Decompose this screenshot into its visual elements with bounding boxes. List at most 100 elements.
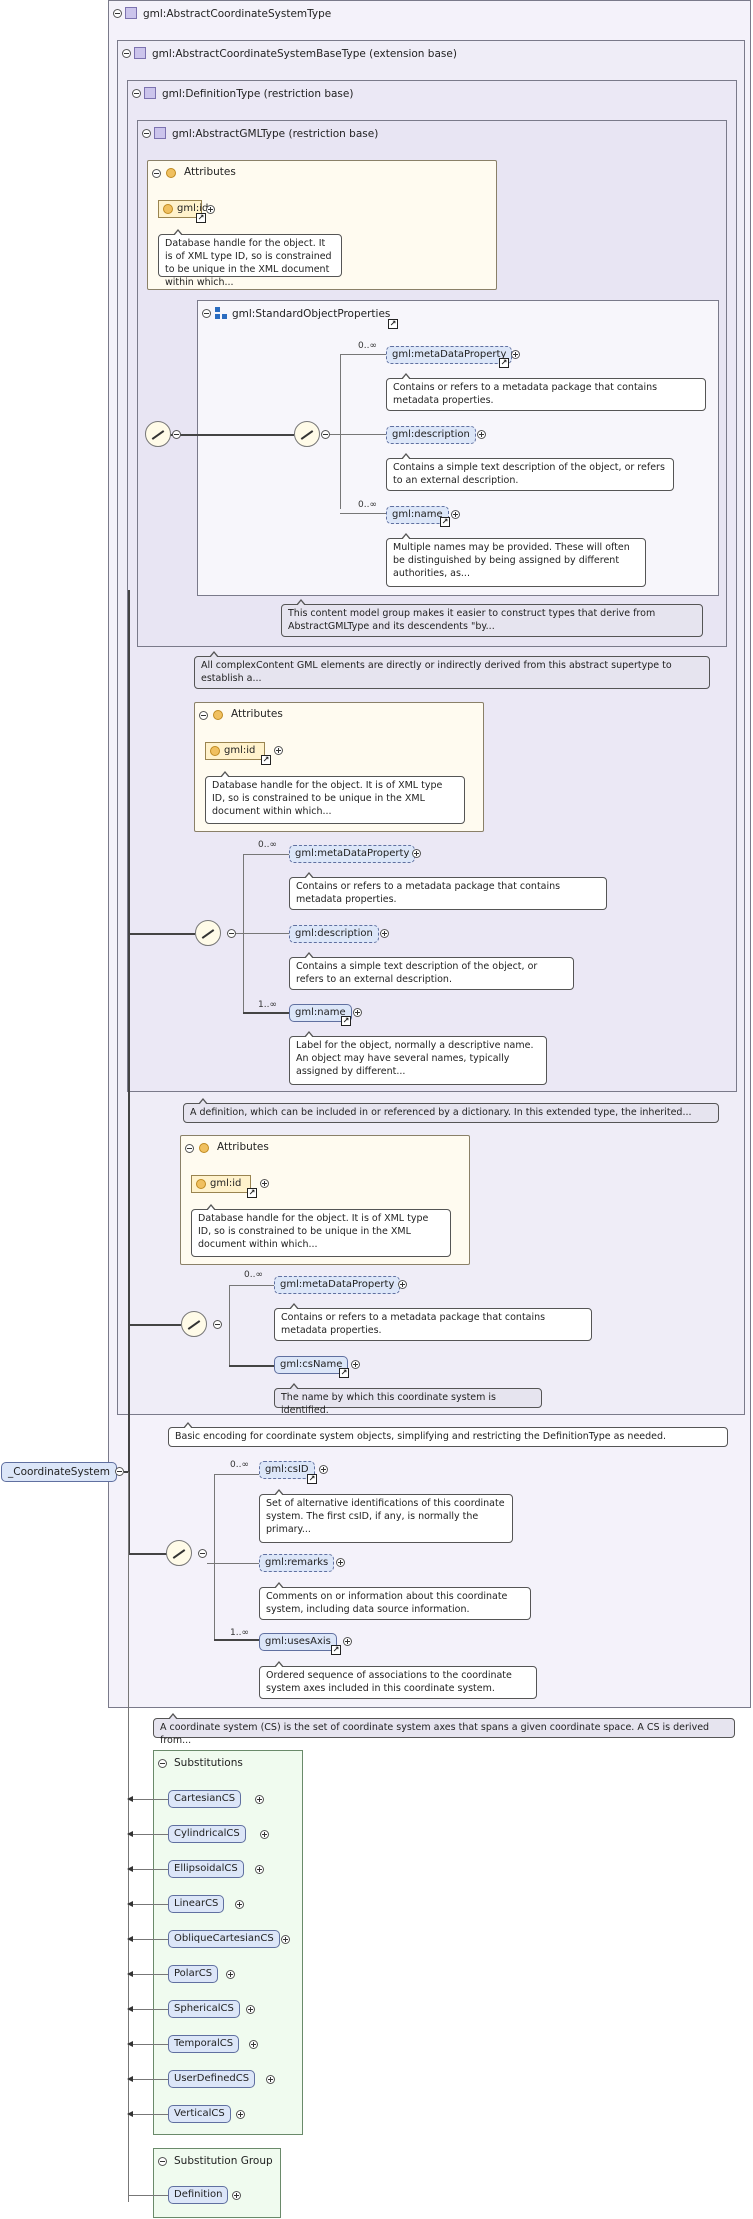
connector xyxy=(128,1553,168,1555)
collapse-icon[interactable] xyxy=(198,1549,207,1558)
expand-icon[interactable] xyxy=(412,849,421,858)
connector xyxy=(340,354,341,509)
coordinate-system-root[interactable]: _CoordinateSystem xyxy=(1,1462,117,1482)
substitution-item[interactable]: ObliqueCartesianCS xyxy=(168,1930,280,1948)
sequence-icon[interactable] xyxy=(294,421,320,447)
substitution-item[interactable]: UserDefinedCS xyxy=(168,2070,256,2088)
substitution-group-item[interactable]: Definition xyxy=(168,2186,229,2204)
metadata-property-element[interactable]: gml:metaDataProperty xyxy=(274,1276,401,1294)
expand-icon[interactable] xyxy=(281,1935,290,1944)
link-arrow-icon[interactable]: ↗ xyxy=(440,517,450,527)
collapse-icon[interactable] xyxy=(142,129,151,138)
frame-title: gml:AbstractGMLType (restriction base) xyxy=(172,128,379,140)
collapse-icon[interactable] xyxy=(213,1320,222,1329)
collapse-icon[interactable] xyxy=(202,309,211,318)
link-arrow-icon[interactable]: ↗ xyxy=(499,358,509,368)
substitution-item[interactable]: TemporalCS xyxy=(168,2035,240,2053)
attributes-icon xyxy=(166,168,176,178)
metadata-note: Contains or refers to a metadata package… xyxy=(289,872,607,910)
expand-icon[interactable] xyxy=(255,1795,264,1804)
expand-icon[interactable] xyxy=(206,205,215,214)
expand-icon[interactable] xyxy=(235,1900,244,1909)
metadata-property-element[interactable]: gml:metaDataProperty xyxy=(289,845,416,863)
csname-element[interactable]: gml:csName xyxy=(274,1356,349,1374)
frame-title: gml:StandardObjectProperties xyxy=(232,308,391,320)
sequence-icon[interactable] xyxy=(145,421,171,447)
expand-icon[interactable] xyxy=(226,1970,235,1979)
expand-icon[interactable] xyxy=(249,2040,258,2049)
substitution-group-box: Substitution Group xyxy=(153,2148,281,2218)
collapse-icon[interactable] xyxy=(227,929,236,938)
link-arrow-icon[interactable]: ↗ xyxy=(341,1016,351,1026)
csid-element[interactable]: gml:csID xyxy=(259,1461,315,1479)
link-arrow-icon[interactable]: ↗ xyxy=(331,1645,341,1655)
substitution-group-title: Substitution Group xyxy=(174,2155,273,2167)
collapse-icon[interactable] xyxy=(122,49,131,58)
name-element[interactable]: gml:name xyxy=(289,1004,352,1022)
link-arrow-icon[interactable]: ↗ xyxy=(261,755,271,765)
collapse-icon[interactable] xyxy=(115,1467,124,1476)
substitution-item[interactable]: EllipsoidalCS xyxy=(168,1860,244,1878)
collapse-icon[interactable] xyxy=(113,9,122,18)
link-arrow-icon[interactable]: ↗ xyxy=(339,1368,349,1378)
expand-icon[interactable] xyxy=(336,1558,345,1567)
expand-icon[interactable] xyxy=(266,2075,275,2084)
substitution-item[interactable]: CartesianCS xyxy=(168,1790,242,1808)
frame-title: gml:AbstractCoordinateSystemType xyxy=(143,8,332,20)
sequence-icon[interactable] xyxy=(181,1311,207,1337)
link-arrow-icon[interactable]: ↗ xyxy=(388,319,398,329)
expand-icon[interactable] xyxy=(260,1179,269,1188)
expand-icon[interactable] xyxy=(477,430,486,439)
collapse-icon[interactable] xyxy=(172,430,181,439)
collapse-icon[interactable] xyxy=(132,89,141,98)
attributes-title: Attributes xyxy=(217,1141,269,1153)
name-element[interactable]: gml:name xyxy=(386,506,449,524)
substitution-item[interactable]: VerticalCS xyxy=(168,2105,231,2123)
link-arrow-icon[interactable]: ↗ xyxy=(307,1474,317,1484)
expand-icon[interactable] xyxy=(232,2191,241,2200)
metadata-property-element[interactable]: gml:metaDataProperty xyxy=(386,346,513,364)
name-note: Label for the object, normally a descrip… xyxy=(289,1031,547,1085)
expand-icon[interactable] xyxy=(343,1637,352,1646)
expand-icon[interactable] xyxy=(380,929,389,938)
collapse-icon[interactable] xyxy=(158,2157,167,2166)
collapse-icon[interactable] xyxy=(185,1144,194,1153)
connector xyxy=(181,434,294,436)
sequence-icon[interactable] xyxy=(166,1540,192,1566)
gml-id-attribute[interactable]: gml:id xyxy=(205,742,265,760)
connector xyxy=(207,1563,259,1564)
arrow-left-icon xyxy=(127,1901,133,1907)
arrow-left-icon xyxy=(127,2041,133,2047)
expand-icon[interactable] xyxy=(511,350,520,359)
collapse-icon[interactable] xyxy=(152,169,161,178)
substitution-item[interactable]: PolarCS xyxy=(168,1965,219,1983)
expand-icon[interactable] xyxy=(319,1465,328,1474)
sequence-icon[interactable] xyxy=(195,920,221,946)
substitution-item[interactable]: CylindricalCS xyxy=(168,1825,246,1843)
expand-icon[interactable] xyxy=(274,746,283,755)
expand-icon[interactable] xyxy=(236,2110,245,2119)
remarks-element[interactable]: gml:remarks xyxy=(259,1554,335,1572)
expand-icon[interactable] xyxy=(353,1008,362,1017)
expand-icon[interactable] xyxy=(255,1865,264,1874)
gml-id-attribute[interactable]: gml:id xyxy=(158,200,208,218)
expand-icon[interactable] xyxy=(260,1830,269,1839)
substitution-item[interactable]: LinearCS xyxy=(168,1895,225,1913)
usesaxis-element[interactable]: gml:usesAxis xyxy=(259,1633,337,1651)
substitution-item[interactable]: SphericalCS xyxy=(168,2000,240,2018)
link-arrow-icon[interactable]: ↗ xyxy=(196,213,206,223)
connector xyxy=(128,590,130,1554)
collapse-icon[interactable] xyxy=(158,1759,167,1768)
description-element[interactable]: gml:description xyxy=(386,426,476,444)
link-arrow-icon[interactable]: ↗ xyxy=(247,1188,257,1198)
expand-icon[interactable] xyxy=(351,1360,360,1369)
description-element[interactable]: gml:description xyxy=(289,925,379,943)
collapse-icon[interactable] xyxy=(199,711,208,720)
attributes-title: Attributes xyxy=(184,166,236,178)
expand-icon[interactable] xyxy=(246,2005,255,2014)
gml-id-attribute[interactable]: gml:id xyxy=(191,1175,251,1193)
expand-icon[interactable] xyxy=(398,1280,407,1289)
collapse-icon[interactable] xyxy=(321,430,330,439)
expand-icon[interactable] xyxy=(451,510,460,519)
connector xyxy=(130,1974,168,1975)
